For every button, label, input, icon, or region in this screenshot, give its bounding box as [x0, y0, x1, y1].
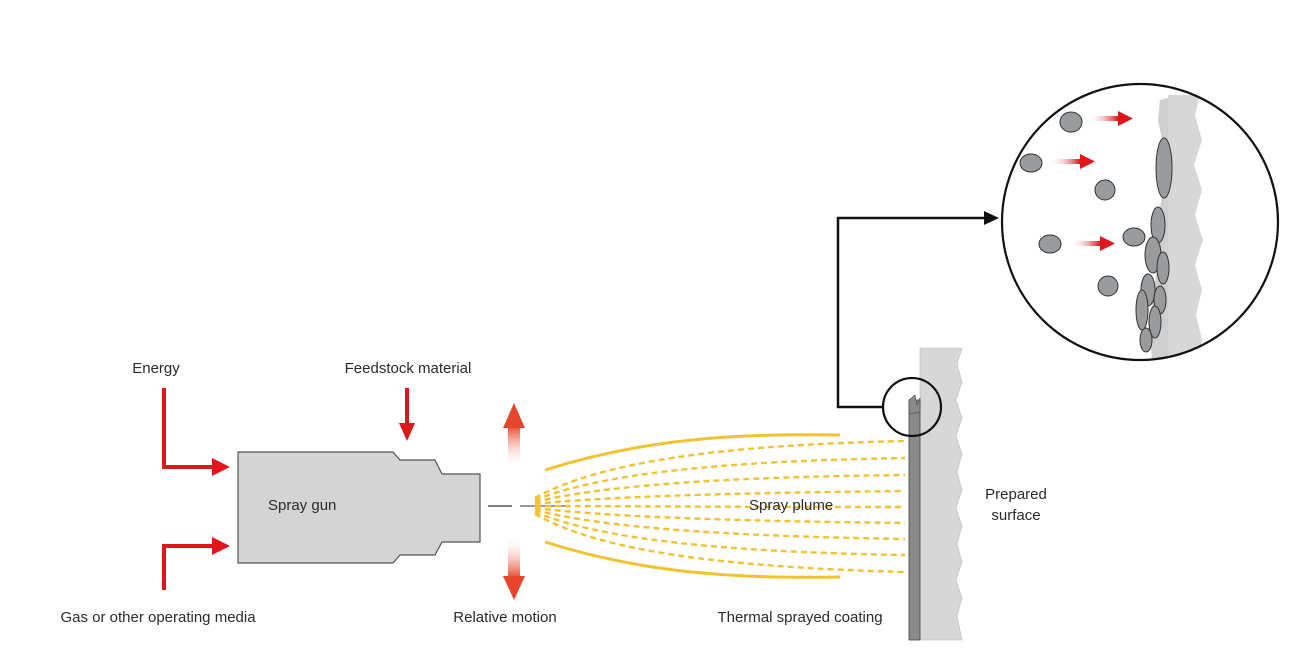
spray-plume-label: Spray plume	[749, 497, 834, 514]
prepared-surface	[919, 347, 963, 641]
spray-plume	[534, 433, 906, 579]
feedstock-label: Feedstock material	[344, 360, 472, 377]
prepared-surface-label-line2: surface	[991, 507, 1041, 524]
motion-up-arrow-icon	[503, 403, 525, 468]
zoom-detail-circle	[1000, 82, 1280, 362]
thermal-coating	[908, 394, 921, 641]
spray-gun-label: Spray gun	[268, 497, 337, 514]
relative-motion-label: Relative motion	[453, 609, 557, 626]
thermal-coating-label: Thermal sprayed coating	[717, 609, 883, 626]
energy-label: Energy	[132, 360, 180, 377]
zoom-connector-arrow-icon	[836, 211, 999, 409]
gas-media-arrow-icon	[162, 537, 230, 590]
energy-arrow-icon	[162, 388, 230, 476]
prepared-surface-label-line1: Prepared	[985, 486, 1047, 503]
feedstock-arrow-icon	[399, 388, 415, 441]
motion-down-arrow-icon	[503, 536, 525, 600]
spray-gun-body	[237, 451, 481, 564]
gas-media-label: Gas or other operating media	[60, 609, 256, 626]
